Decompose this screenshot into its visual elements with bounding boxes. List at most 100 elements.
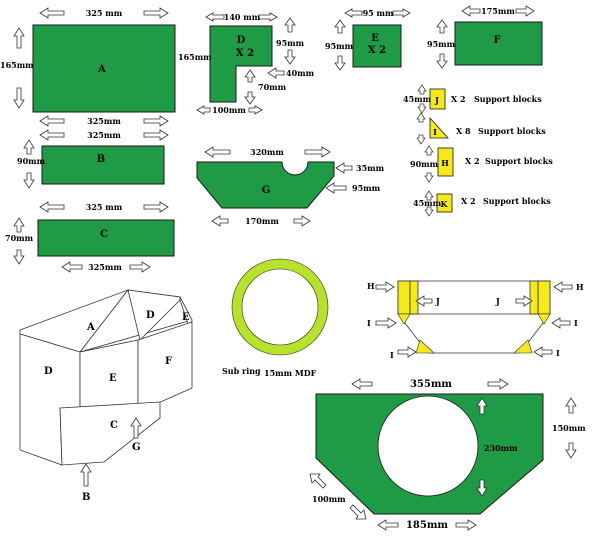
panel-g-height-dim: 95mm bbox=[325, 182, 381, 194]
arrow-right-icon bbox=[143, 115, 169, 127]
baffle-hole bbox=[377, 395, 479, 497]
panel-e-height: 95mm bbox=[325, 41, 354, 51]
panel-d-notch-width-dim: 40mm bbox=[267, 67, 315, 79]
block-j-shape bbox=[429, 88, 446, 110]
arrow-right-icon bbox=[304, 146, 331, 158]
frame-label-j-right: J bbox=[495, 296, 500, 306]
arrow-left-icon bbox=[39, 201, 65, 213]
frame-label-i-3: I bbox=[390, 350, 394, 360]
arrow-down-icon bbox=[565, 442, 577, 459]
arrow-up-icon bbox=[334, 19, 346, 34]
arrow-right-icon bbox=[143, 201, 169, 213]
panel-d-leg-height: 70mm bbox=[258, 82, 287, 92]
panel-f-letter: F bbox=[493, 35, 500, 46]
baffle-side-dim: 100mm bbox=[309, 473, 367, 520]
panel-b-shape bbox=[41, 145, 165, 185]
panel-d-letter: D bbox=[237, 35, 246, 46]
assembly-label-c: C bbox=[110, 420, 118, 431]
panel-f-height: 95mm bbox=[427, 39, 456, 49]
panel-e-qty: X 2 bbox=[368, 45, 386, 56]
panel-d-notch-height: 95mm bbox=[276, 38, 305, 48]
arrow-up-icon bbox=[565, 397, 577, 414]
arrow-down-icon bbox=[284, 49, 296, 65]
sub-ring: Sub ring 15mm MDF bbox=[222, 258, 329, 378]
block-i-letter: I bbox=[433, 127, 437, 137]
block-i-label: Support blocks bbox=[478, 126, 546, 136]
arrow-left-icon bbox=[533, 346, 553, 358]
sub-ring-outer-edge bbox=[231, 258, 329, 356]
arrow-up-icon bbox=[424, 145, 434, 156]
panel-g-top-width: 320mm bbox=[250, 147, 284, 157]
panel-f-width-dim: 175mm bbox=[461, 5, 535, 17]
panel-b: B 325mm 90mm bbox=[17, 129, 169, 189]
panel-e-letter: E bbox=[371, 33, 379, 44]
panel-d-bottom-width: 100mm bbox=[212, 105, 246, 115]
block-h-dim: 90mm bbox=[410, 159, 439, 169]
panel-a: A 325 mm 165mm 325mm bbox=[0, 7, 176, 127]
panel-c-top-width: 325 mm bbox=[86, 202, 123, 212]
assembly-label-e: E bbox=[109, 373, 117, 384]
frame-block-h-right bbox=[537, 280, 551, 315]
arrow-left-icon bbox=[204, 146, 231, 158]
arrow-down-icon bbox=[334, 55, 346, 71]
arrow-down-icon bbox=[417, 103, 427, 114]
arrow-right-icon bbox=[143, 7, 169, 19]
arrow-right-icon bbox=[375, 317, 397, 329]
arrow-down-icon bbox=[13, 87, 25, 109]
assembly-labels: A D E D E F C G B bbox=[44, 310, 190, 503]
assembly-label-d: D bbox=[44, 366, 53, 377]
block-j-qty: X 2 bbox=[451, 94, 466, 104]
panel-d-qty: X 2 bbox=[236, 48, 254, 59]
arrow-up-icon bbox=[417, 84, 427, 95]
arrow-right-icon bbox=[515, 295, 533, 307]
arrow-left-icon bbox=[461, 5, 481, 17]
arrow-down-icon bbox=[13, 249, 25, 265]
arrow-left-icon bbox=[344, 8, 363, 18]
arrow-right-icon bbox=[248, 105, 263, 115]
support-block-i: I X 8 Support blocks bbox=[416, 112, 546, 145]
arrow-left-icon bbox=[61, 261, 83, 273]
arrow-left-icon bbox=[325, 182, 347, 194]
arrow-right-icon bbox=[293, 215, 311, 227]
baffle-hole-diameter: 230mm bbox=[484, 443, 518, 453]
block-i-qty: X 8 bbox=[456, 126, 471, 136]
baffle-top-dim: 355mm bbox=[351, 378, 509, 390]
frame-label-h-left: H bbox=[367, 281, 375, 291]
block-k-label: Support blocks bbox=[483, 196, 551, 206]
panel-e-width: 95 mm bbox=[363, 8, 394, 18]
panel-a-height: 165mm bbox=[0, 60, 34, 70]
assembly-view bbox=[19, 289, 193, 466]
arrow-right-icon bbox=[515, 5, 535, 17]
panel-c-shape bbox=[37, 219, 175, 257]
arrow-right-icon bbox=[129, 261, 151, 273]
panel-g-top-dim: 320mm bbox=[204, 146, 331, 158]
panel-c-bottom-width: 325mm bbox=[88, 262, 122, 272]
frame-view: H H J J I I I I bbox=[367, 280, 584, 360]
panel-g-side: 35mm bbox=[356, 163, 385, 173]
block-j-label: Support blocks bbox=[474, 94, 542, 104]
panel-f-height-dim: 95mm bbox=[427, 19, 456, 69]
arrow-down-icon bbox=[424, 206, 434, 217]
block-h-letter: H bbox=[441, 158, 449, 168]
arrow-left-icon bbox=[39, 129, 65, 141]
arrow-left-icon bbox=[335, 162, 353, 174]
arrow-diagonal-icon bbox=[309, 473, 327, 489]
panel-a-top-dim: 325 mm bbox=[39, 7, 169, 19]
arrow-left-icon bbox=[351, 378, 373, 390]
frame-label-i-1: I bbox=[367, 318, 371, 328]
arrow-left-icon bbox=[39, 115, 65, 127]
baffle-side: 100mm bbox=[312, 494, 346, 504]
arrow-up-icon bbox=[13, 27, 25, 49]
arrow-left-icon bbox=[377, 519, 399, 531]
panel-d-leg-dim: 70mm bbox=[244, 69, 287, 105]
arrow-down-icon bbox=[424, 172, 434, 183]
baffle-top-width: 355mm bbox=[410, 379, 452, 390]
panel-g-bottom-width: 170mm bbox=[245, 216, 279, 226]
panel-c-height-dim: 70mm bbox=[5, 217, 34, 265]
panel-d-bottom-dim: 100mm bbox=[196, 105, 263, 115]
panel-g-bottom-dim: 170mm bbox=[211, 215, 311, 227]
baffle-bottom-width: 185mm bbox=[406, 520, 448, 531]
panel-g-letter: G bbox=[262, 185, 271, 196]
sub-ring-inner-edge bbox=[241, 268, 319, 346]
